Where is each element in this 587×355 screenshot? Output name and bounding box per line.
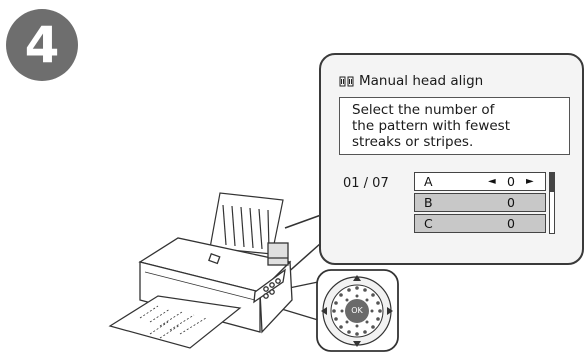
ok-button[interactable]: OK [345, 303, 369, 319]
pattern-label: A [424, 174, 433, 189]
pattern-list: A ◄ 0 ► B 0 C 0 [414, 172, 546, 235]
left-arrow-icon: ◄ [488, 176, 496, 187]
pattern-row-b[interactable]: B 0 [414, 193, 546, 212]
lcd-title-row: Manual head align [339, 73, 483, 89]
page-indicator: 01 / 07 [343, 176, 389, 191]
pattern-row-c[interactable]: C 0 [414, 214, 546, 233]
pattern-value: 0 [507, 195, 515, 210]
message-line: streaks or stripes. [352, 134, 569, 150]
pattern-value: 0 [507, 216, 515, 231]
list-scrollbar[interactable] [549, 172, 555, 234]
lcd-title: Manual head align [359, 73, 483, 89]
pattern-value: 0 [507, 174, 515, 189]
right-arrow-icon: ► [526, 176, 534, 187]
pattern-label: C [424, 216, 433, 231]
instruction-message: Select the number of the pattern with fe… [339, 97, 570, 155]
lcd-screen: Manual head align Select the number of t… [319, 53, 584, 265]
print-head-icon [339, 75, 355, 88]
message-line: the pattern with fewest [352, 118, 569, 134]
pattern-label: B [424, 195, 433, 210]
pattern-row-a[interactable]: A ◄ 0 ► [414, 172, 546, 191]
scrollbar-thumb[interactable] [550, 173, 554, 192]
message-line: Select the number of [352, 102, 569, 118]
